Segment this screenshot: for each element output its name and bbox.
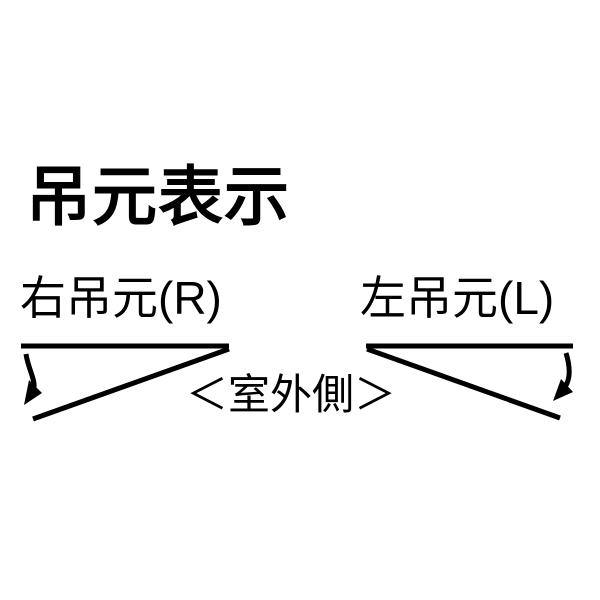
right-hinge-label: 右吊元(R) xyxy=(20,272,222,324)
left-hinge-diagram xyxy=(366,343,573,421)
outdoor-side-label: ＜室外側＞ xyxy=(186,371,397,418)
right-hinge-swing-arrowhead-icon xyxy=(24,380,42,405)
left-hinge-swing-arrowhead-icon xyxy=(553,379,573,401)
left-hinge-open-door-line xyxy=(366,346,561,421)
left-hinge-swing-arrow xyxy=(562,352,572,389)
left-hinge-label: 左吊元(L) xyxy=(360,272,555,324)
figure-title: 吊元表示 xyxy=(26,160,291,233)
right-hinge-diagram xyxy=(21,343,230,422)
right-hinge-open-door-line xyxy=(32,346,230,422)
right-hinge-swing-arrow xyxy=(23,353,37,388)
